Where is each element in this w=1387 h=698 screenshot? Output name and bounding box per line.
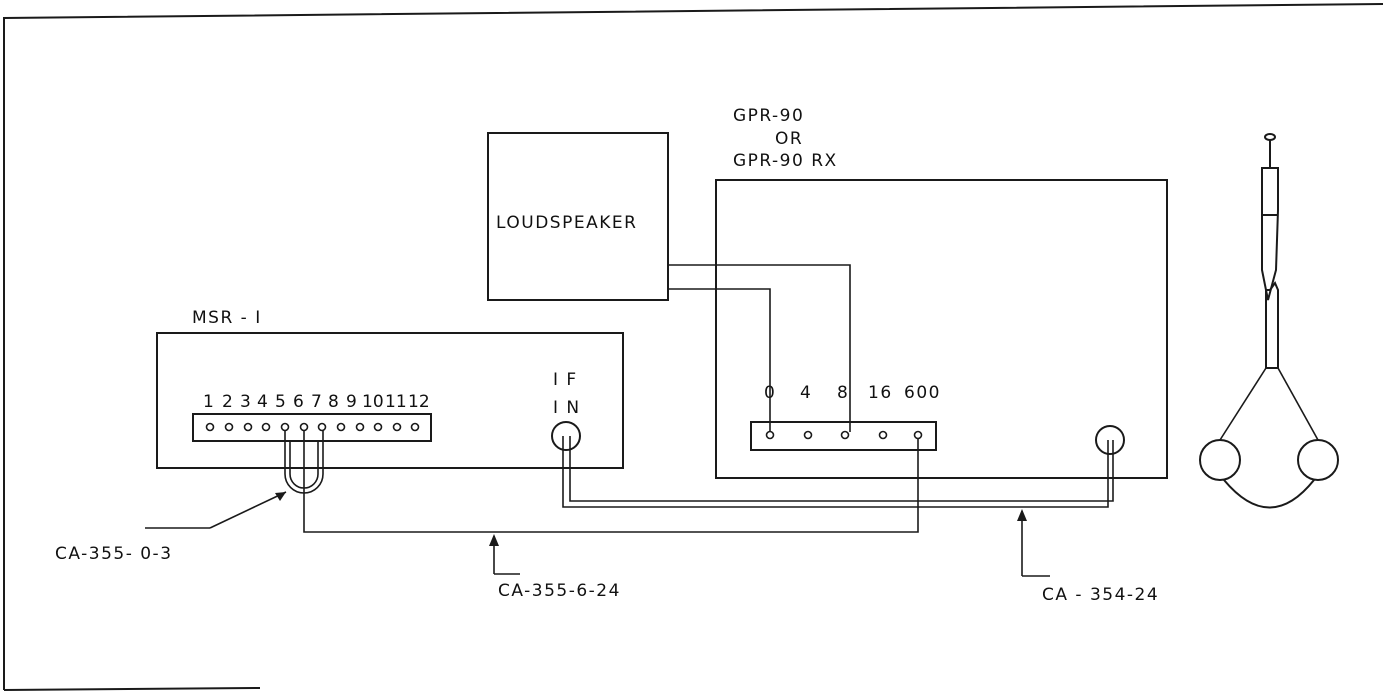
if-in-connector — [551, 421, 581, 451]
receiver-unit: GPR-90 OR GPR-90 RX 0 4 8 16 600 — [715, 106, 1168, 479]
receiver-terminal-label: 4 — [800, 383, 812, 403]
msr-terminal-4 — [261, 422, 271, 432]
page-frame — [3, 3, 1384, 691]
msr-label: MSR - I — [192, 308, 262, 328]
msr-terminal-2 — [224, 422, 234, 432]
receiver-terminal-label: 16 — [868, 383, 893, 403]
receiver-label-line1: GPR-90 — [733, 106, 804, 126]
receiver-terminal-4 — [803, 430, 813, 440]
msr-terminal-label: 12 — [408, 392, 430, 412]
msr-terminal-label: 10 — [362, 392, 384, 412]
loudspeaker-unit: LOUDSPEAKER — [487, 132, 669, 301]
receiver-label-line3: GPR-90 RX — [733, 151, 838, 171]
msr-terminal-5 — [280, 422, 290, 432]
msr-terminal-6 — [299, 422, 309, 432]
callout-jumper: CA-355- 0-3 — [55, 491, 287, 564]
headset-left-earphone — [1199, 439, 1241, 481]
loudspeaker-box — [487, 132, 669, 301]
msr-terminal-10 — [373, 422, 383, 432]
receiver-terminal-16 — [878, 430, 888, 440]
coax-cable — [562, 436, 1114, 508]
msr-terminal-label: 8 — [328, 392, 340, 412]
msr-unit: MSR - I 1 2 3 4 5 6 7 8 9 10 11 12 — [156, 308, 624, 469]
msr-terminal-7 — [317, 422, 327, 432]
receiver-terminal-label: 8 — [837, 383, 849, 403]
msr-terminal-label: 5 — [275, 392, 287, 412]
msr-terminal-label: 3 — [240, 392, 252, 412]
msr-terminal-label: 11 — [385, 392, 407, 412]
msr-terminal-label: 1 — [203, 392, 215, 412]
callout-coax: CA - 354-24 — [1017, 509, 1159, 605]
audio-cable-label: CA-355-6-24 — [498, 581, 621, 601]
if-in-label-line1: I F — [553, 370, 578, 390]
msr-terminal-3 — [243, 422, 253, 432]
headset-right-earphone — [1297, 439, 1339, 481]
receiver-antenna-connector — [1095, 425, 1125, 455]
receiver-terminal-0 — [765, 430, 775, 440]
receiver-terminal-8 — [840, 430, 850, 440]
headset-plug-tip — [1264, 133, 1276, 141]
msr-terminal-8 — [336, 422, 346, 432]
msr-terminal-label: 2 — [222, 392, 234, 412]
headset-plug-body — [1261, 167, 1279, 301]
msr-terminal-label: 9 — [346, 392, 358, 412]
receiver-terminal-label: 600 — [904, 383, 941, 403]
msr-terminals — [205, 422, 420, 432]
msr-terminal-label: 6 — [293, 392, 305, 412]
callout-audio: CA-355-6-24 — [489, 534, 621, 601]
coax-cable-label: CA - 354-24 — [1042, 585, 1159, 605]
msr-box — [156, 332, 624, 469]
msr-terminal-9 — [355, 422, 365, 432]
msr-terminal-label: 4 — [257, 392, 269, 412]
receiver-terminal-strip — [750, 421, 937, 451]
receiver-box — [715, 179, 1168, 479]
msr-terminal-12 — [410, 422, 420, 432]
receiver-terminal-600 — [913, 430, 923, 440]
headset-band — [1223, 479, 1315, 509]
msr-terminal-label: 7 — [311, 392, 323, 412]
loudspeaker-label: LOUDSPEAKER — [496, 213, 637, 233]
audio-cable — [303, 431, 919, 533]
receiver-label-line2: OR — [775, 129, 803, 149]
jumper-cable-label: CA-355- 0-3 — [55, 544, 173, 564]
if-in-label-line2: I N — [553, 398, 581, 418]
speaker-wires — [668, 264, 851, 432]
msr-terminal-strip — [192, 413, 432, 442]
msr-terminal-1 — [205, 422, 215, 432]
msr-terminal-11 — [392, 422, 402, 432]
headset — [1199, 133, 1339, 509]
